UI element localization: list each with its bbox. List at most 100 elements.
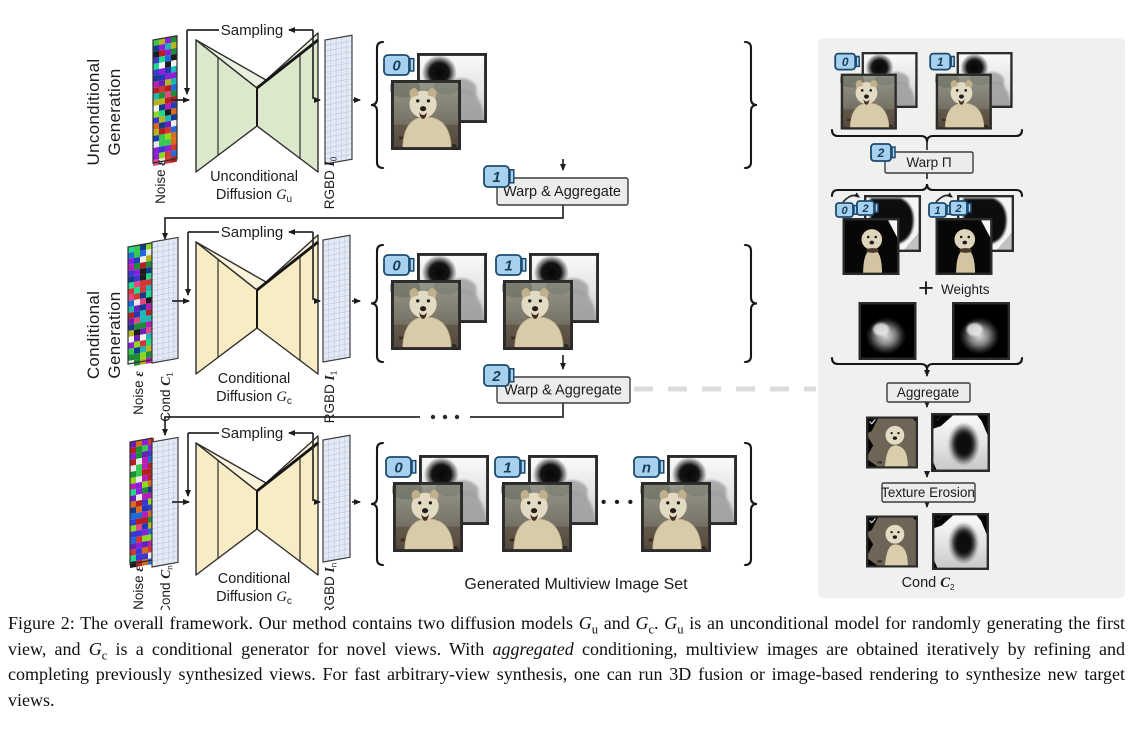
camera-badge-body: [385, 456, 412, 478]
unconditional-diffusion-model: [195, 32, 319, 173]
camera-badge: n: [633, 456, 665, 478]
noise-grid: [129, 437, 154, 568]
camera-badge-body: [494, 456, 521, 478]
math-var: G: [578, 613, 592, 633]
aggregated-depth-image: [931, 413, 990, 472]
model-caption-unconditional: Unconditional Diffusion Gu: [210, 169, 298, 205]
camera-badge-number: 1: [504, 257, 512, 274]
camera-badge-body: [856, 200, 875, 216]
camera-badge: 2: [870, 143, 896, 162]
curly-brace: [743, 243, 758, 364]
camera-badge: 2: [856, 200, 879, 216]
camera-badge-number: 2: [861, 203, 868, 215]
camera-badge-number: 1: [934, 205, 940, 217]
figure-caption: Figure 2: The overall framework. Our met…: [8, 611, 1125, 713]
camera-badge: 1: [494, 456, 526, 478]
warp-aggregate-label: Warp & Aggregate: [503, 184, 621, 200]
ellipsis-dots: • • •: [601, 494, 635, 511]
noise-grid: [127, 242, 153, 367]
warp-aggregate-box-2: [496, 376, 631, 404]
camera-badge-number: 2: [491, 368, 501, 385]
caption-text: is a conditional generator for novel vie…: [107, 638, 493, 659]
rgb-image: [390, 280, 462, 350]
camera-badge: 0: [834, 52, 860, 71]
camera-badge: 1: [483, 165, 515, 188]
sampling-label: Sampling: [221, 22, 284, 39]
rgbd-grid-1: [322, 234, 351, 363]
rgb-image: [392, 482, 464, 552]
camera-badge-lens: [855, 55, 860, 68]
caption-emphasis: aggregated: [492, 638, 574, 659]
weights-label: Weights: [941, 282, 990, 297]
camera-badge-body: [383, 254, 410, 276]
camera-badge-body: [633, 456, 660, 478]
camera-badge: 1: [928, 202, 951, 218]
camera-badge-body: [483, 165, 510, 188]
rgbd-grid-n: [322, 434, 351, 563]
warp-arrow-icon: [842, 192, 860, 203]
weight-map-image: [859, 302, 917, 360]
camera-badge-lens: [967, 202, 972, 213]
camera-badge-number: 0: [394, 459, 403, 476]
noise-label: Noise ε: [131, 566, 146, 610]
cond-label-n: Cond Cn: [158, 565, 175, 610]
camera-badge: 0: [383, 254, 415, 276]
generated-set-label: Generated Multiview Image Set: [464, 576, 688, 593]
aggregated-rgb-image: [866, 415, 918, 470]
aggregate-box: [886, 382, 971, 403]
rgb-image: [501, 482, 573, 552]
noise-label: Noise ε: [131, 371, 146, 415]
camera-badge-lens: [659, 459, 665, 474]
camera-badge-lens: [409, 257, 415, 272]
camera-badge-body: [870, 143, 892, 162]
camera-badge-body: [834, 52, 857, 71]
side-label-line: Conditional: [84, 291, 103, 379]
caption-text: Figure 2: The overall framework. Our met…: [8, 613, 579, 633]
model-caption-line: Diffusion Gc: [216, 589, 292, 607]
camera-badge-number: 2: [877, 146, 885, 160]
texture-erosion-box: [881, 482, 976, 503]
math-sub: u: [677, 622, 684, 637]
camera-badge-lens: [509, 169, 515, 184]
camera-badge: 2: [949, 200, 972, 216]
sampling-label: Sampling: [221, 224, 284, 241]
camera-badge-number: 1: [937, 55, 944, 69]
horizontal-brace: [830, 183, 1024, 198]
rgb-image: [840, 73, 898, 130]
warp-box: [884, 151, 974, 174]
braces: [370, 40, 1024, 567]
cond-output-label: Cond C2: [902, 575, 955, 592]
camera-badge-number: 2: [954, 203, 961, 215]
side-label-line: Unconditional: [84, 59, 103, 166]
camera-badge-lens: [520, 459, 526, 474]
math-var: G: [664, 613, 678, 633]
rgbd-label-n: RGBD In: [322, 563, 339, 610]
side-label-line: Generation: [105, 291, 124, 378]
math-sub: u: [591, 622, 598, 637]
warp-arrow-icon: [935, 192, 953, 203]
side-label-unconditional-generation: Unconditional Generation: [84, 59, 124, 166]
math-sub: c: [648, 622, 655, 637]
model-caption-line: Diffusion Gc: [216, 389, 292, 407]
horizontal-brace: [830, 128, 1024, 143]
warp-aggregate-box-1: [496, 177, 629, 206]
math-var: G: [88, 638, 102, 659]
math-sub: c: [101, 648, 108, 663]
side-label-line: Generation: [105, 68, 124, 155]
diffusion-models: [195, 32, 319, 576]
curly-brace: [743, 40, 758, 170]
camera-badge-number: 0: [841, 205, 848, 217]
flow-arrows: [162, 27, 930, 508]
rgb-image: [390, 80, 462, 150]
noise-label: Noise ε: [153, 160, 168, 204]
model-caption-line: Unconditional: [210, 169, 298, 185]
model-caption-line: Conditional: [218, 571, 291, 587]
aggregate-label: Aggregate: [897, 385, 959, 400]
caption-text: .: [654, 613, 665, 633]
camera-badge-number: 0: [392, 257, 401, 274]
camera-badge-body: [483, 364, 510, 387]
horizontal-brace: [830, 356, 1024, 371]
framework-diagram: Unconditional Generation Conditional Gen…: [84, 22, 1125, 610]
